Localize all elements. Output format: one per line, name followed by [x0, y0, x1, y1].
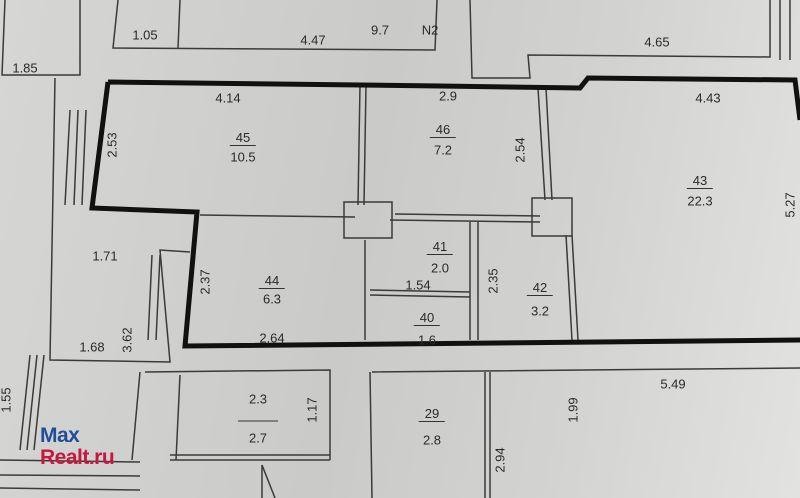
dimension-label: 9.7 — [370, 22, 390, 38]
dimension-label: 3.62 — [119, 327, 135, 353]
watermark-line2: Realt.ru — [40, 446, 115, 469]
room-area: 22.3 — [687, 193, 713, 209]
fraction-line — [238, 420, 278, 422]
room-area: 2.0 — [430, 260, 450, 276]
dimension-label: 5.27 — [782, 192, 798, 218]
dimension-label: 1.71 — [92, 248, 118, 264]
dimension-label: 1.54 — [405, 277, 431, 293]
dimension-label: 2.64 — [259, 330, 285, 346]
dimension-label: 2.37 — [197, 269, 213, 295]
dimension-label: 4.47 — [300, 32, 326, 48]
room-area: 10.5 — [230, 149, 256, 165]
apartment-label: N2 — [421, 22, 439, 38]
dimension-label: 1.99 — [565, 397, 581, 423]
room-number: 43 — [686, 173, 714, 189]
room-number: 29 — [418, 406, 446, 422]
dimension-label: 2.35 — [485, 268, 501, 294]
dimension-label: 1.68 — [79, 339, 105, 355]
dimension-label: 1.05 — [132, 27, 158, 43]
watermark-line1: Max — [40, 424, 80, 447]
dimension-label: 2.54 — [512, 137, 528, 163]
room-area: 1.6 — [417, 332, 437, 348]
room-number: 2.3 — [248, 391, 268, 407]
dimension-label: 4.65 — [644, 34, 670, 50]
dimension-label: 4.43 — [695, 90, 721, 106]
room-number: 45 — [229, 130, 257, 146]
dimension-label: 1.17 — [304, 397, 320, 423]
room-area: 2.8 — [422, 432, 442, 448]
dimension-label: 5.49 — [660, 376, 686, 392]
room-area: 2.7 — [248, 430, 268, 446]
dimension-label: 4.14 — [215, 90, 241, 106]
room-number: 44 — [258, 273, 286, 289]
dimension-label: 2.53 — [104, 132, 120, 158]
room-number: 42 — [526, 280, 554, 296]
room-area: 7.2 — [433, 142, 453, 158]
dimension-label: 1.55 — [0, 387, 14, 413]
watermark-logo: Max Realt.ru — [40, 424, 115, 469]
room-area: 6.3 — [262, 291, 282, 307]
dimension-label: 2.9 — [438, 88, 458, 104]
room-area: 3.2 — [530, 303, 550, 319]
room-number: 41 — [426, 239, 454, 255]
room-number: 40 — [413, 310, 441, 326]
room-number: 46 — [429, 122, 457, 138]
dimension-label: 2.94 — [492, 447, 508, 473]
dimension-label: 1.85 — [12, 60, 38, 76]
